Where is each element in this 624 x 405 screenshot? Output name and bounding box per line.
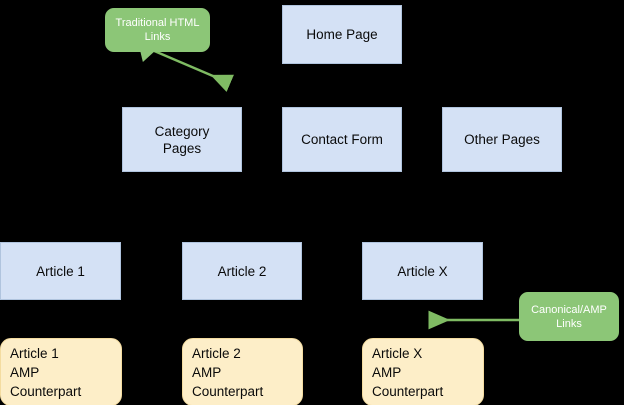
node-article-2-amp-counterpart[interactable]: Article 2 AMP Counterpart	[182, 338, 303, 405]
node-article-2-label: Article 2	[217, 263, 267, 279]
node-other-pages[interactable]: Other Pages	[442, 107, 562, 172]
node-article-2-amp-counterpart-label: Article 2 AMP Counterpart	[192, 345, 264, 399]
node-article-1-label: Article 1	[36, 263, 85, 279]
node-article-x-amp-counterpart-label: Article X AMP Counterpart	[372, 345, 444, 399]
callout-canonical-amp-links-label: Canonical/AMP Links	[531, 303, 607, 330]
traditional-html-links-arrow	[151, 48, 234, 93]
node-other-pages-label: Other Pages	[464, 132, 540, 147]
node-home-page[interactable]: Home Page	[282, 5, 402, 64]
node-article-1[interactable]: Article 1	[0, 242, 121, 300]
node-home-page-label: Home Page	[306, 27, 378, 42]
node-article-1-amp-counterpart-label: Article 1 AMP Counterpart	[10, 345, 82, 399]
callout-traditional-html-links-label: Traditional HTML Links	[115, 17, 200, 43]
node-article-2[interactable]: Article 2	[182, 242, 302, 300]
callout-traditional-html-links-tail	[140, 50, 156, 62]
node-category-pages-label: Category Pages	[154, 123, 210, 156]
node-contact-form-label: Contact Form	[301, 132, 383, 147]
callout-traditional-html-links[interactable]: Traditional HTML Links	[105, 8, 210, 52]
node-category-pages[interactable]: Category Pages	[122, 107, 242, 172]
node-article-1-amp-counterpart[interactable]: Article 1 AMP Counterpart	[0, 338, 122, 405]
node-contact-form[interactable]: Contact Form	[282, 107, 402, 172]
node-article-x[interactable]: Article X	[362, 242, 483, 300]
node-article-x-amp-counterpart[interactable]: Article X AMP Counterpart	[362, 338, 484, 405]
callout-canonical-amp-links[interactable]: Canonical/AMP Links	[519, 292, 619, 341]
node-article-x-label: Article X	[397, 263, 448, 279]
